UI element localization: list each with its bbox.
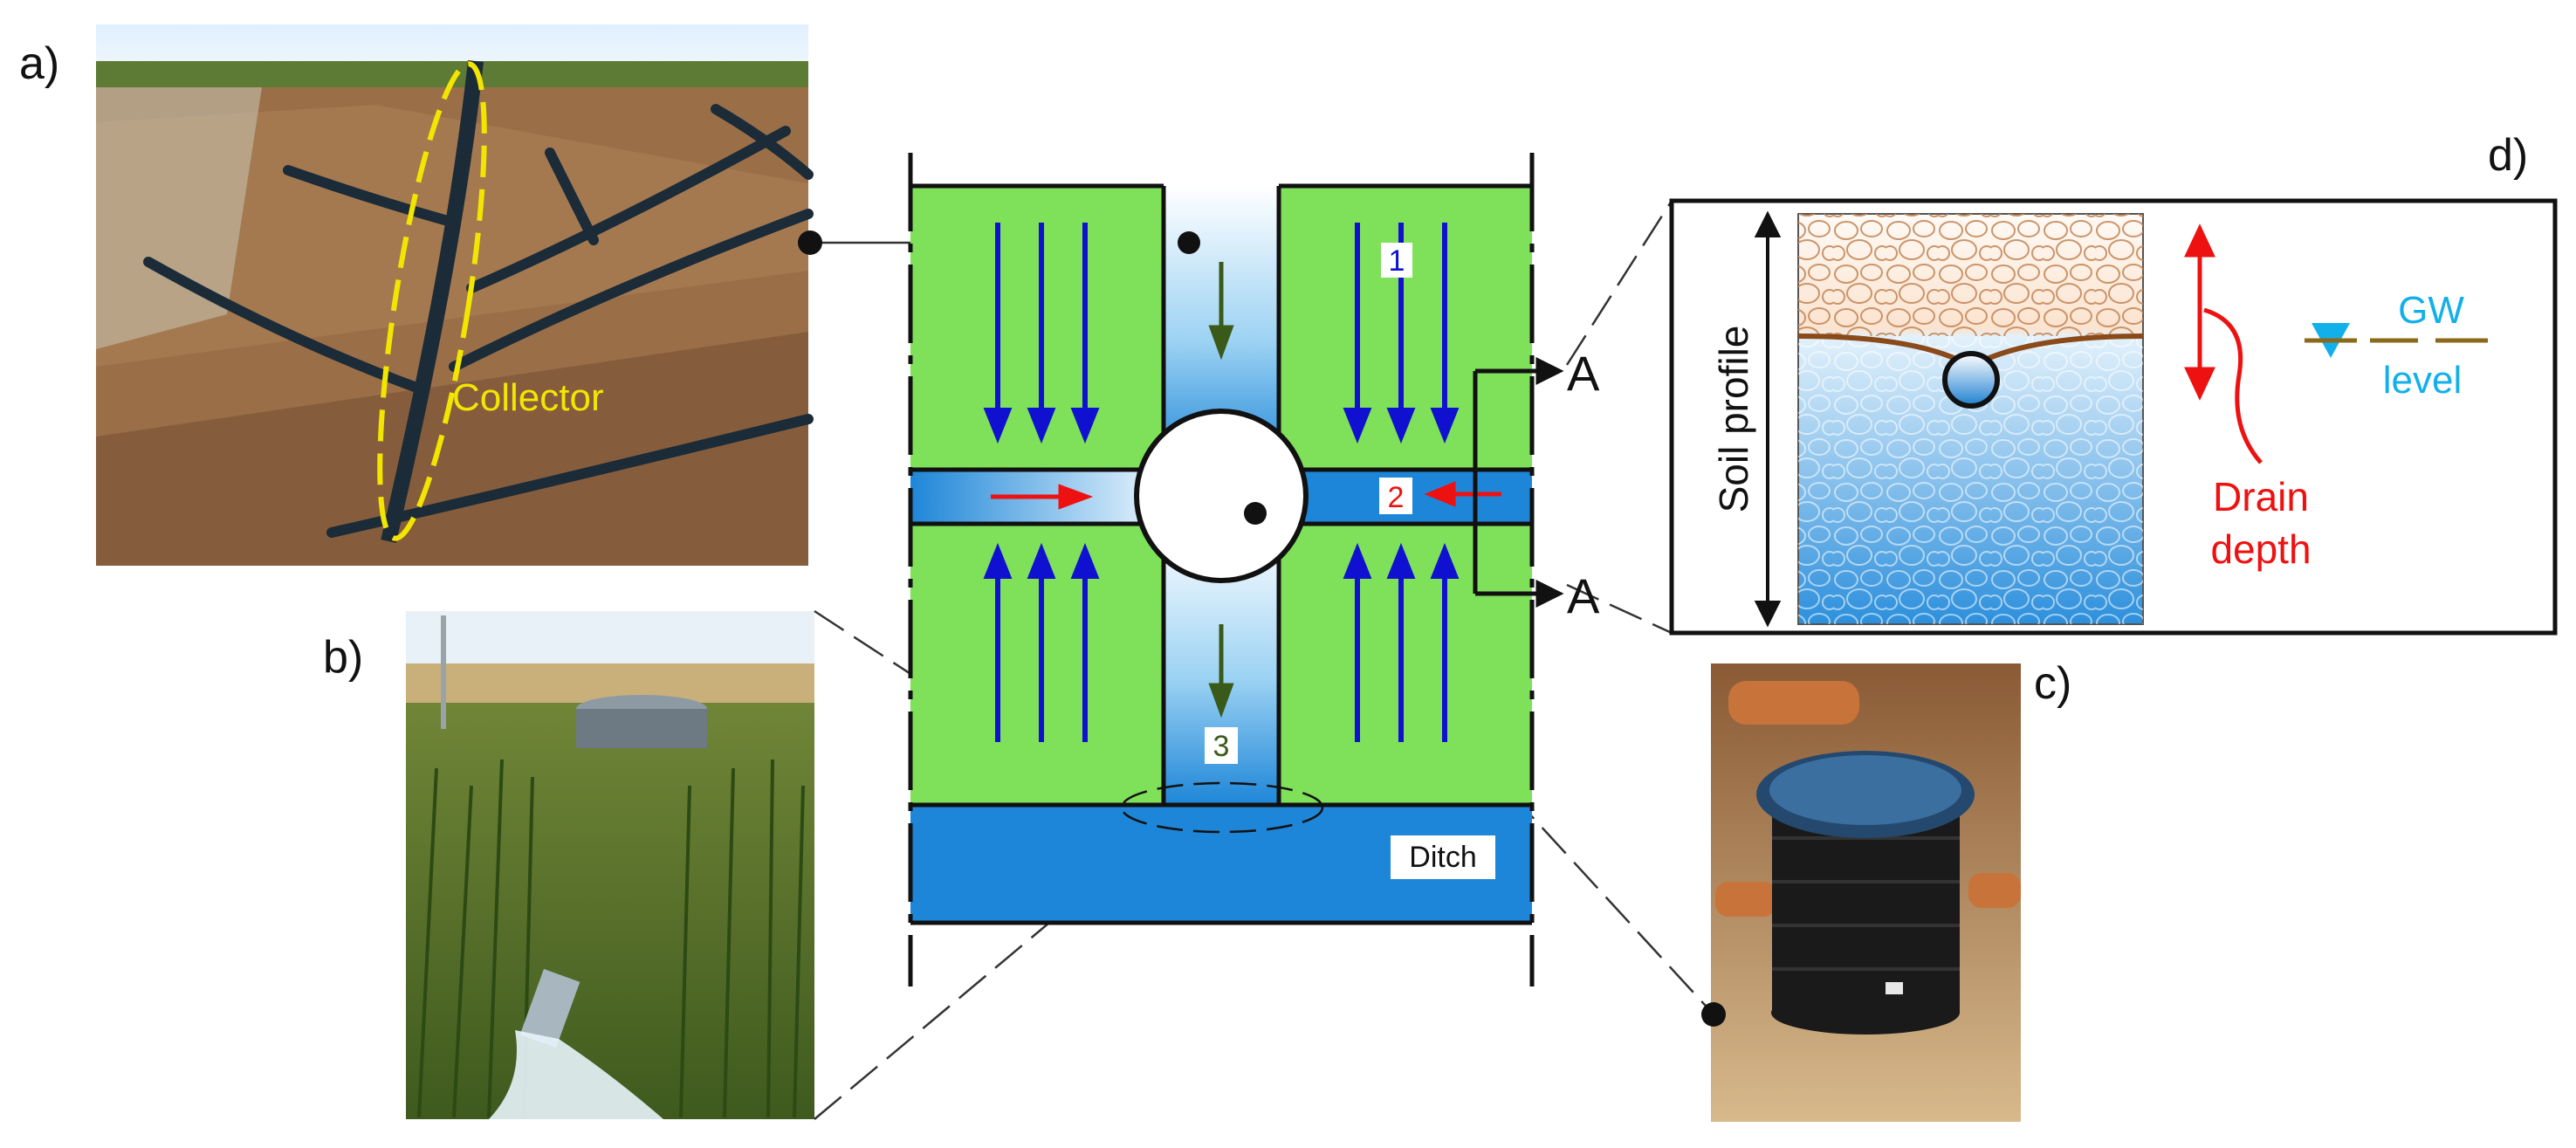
drain-depth-label-line2: depth — [2210, 526, 2311, 572]
flow-arrows-outflow — [1208, 262, 1234, 718]
panel-label-a: a) — [19, 38, 59, 89]
photo-b-drain-outlet — [406, 611, 814, 1119]
panel-d-cross-section: Soil profile Drain depth GW level — [1669, 198, 2558, 636]
panel-label-b: b) — [323, 632, 363, 683]
collector-well — [1134, 409, 1309, 583]
collector-label: Collector — [452, 376, 604, 419]
drain-dot-top — [1178, 231, 1200, 254]
drainage-scheme: 1 2 3 Ditch A A — [908, 153, 1600, 986]
collector-outline — [377, 61, 487, 541]
marker-2: 2 — [1388, 481, 1405, 514]
ditch-outlet-zoom — [1120, 781, 1324, 834]
marker-1: 1 — [1389, 244, 1405, 278]
gw-label-line2: level — [2383, 359, 2463, 402]
section-mark-top: A — [1567, 346, 1600, 401]
panel-label-c: c) — [2034, 658, 2071, 709]
photo-a-field-installation: Collector — [96, 24, 814, 566]
flow-arrows-blue — [983, 223, 1460, 742]
drain-pipe-section — [1942, 351, 2000, 409]
soil-profile-label: Soil profile — [1711, 326, 1756, 513]
ditch-label: Ditch — [1409, 841, 1476, 874]
marker-3: 3 — [1213, 730, 1230, 763]
well-center-dot — [1244, 502, 1267, 525]
section-mark-bottom: A — [1567, 568, 1600, 623]
anchor-dot-a — [798, 230, 822, 255]
photo-c-inspection-well — [1711, 663, 2021, 1122]
panel-label-d: d) — [2488, 130, 2528, 181]
gw-label-line1: GW — [2398, 289, 2464, 332]
anchor-dot-c — [1701, 1002, 1726, 1027]
drain-depth-label-line1: Drain — [2213, 474, 2309, 519]
